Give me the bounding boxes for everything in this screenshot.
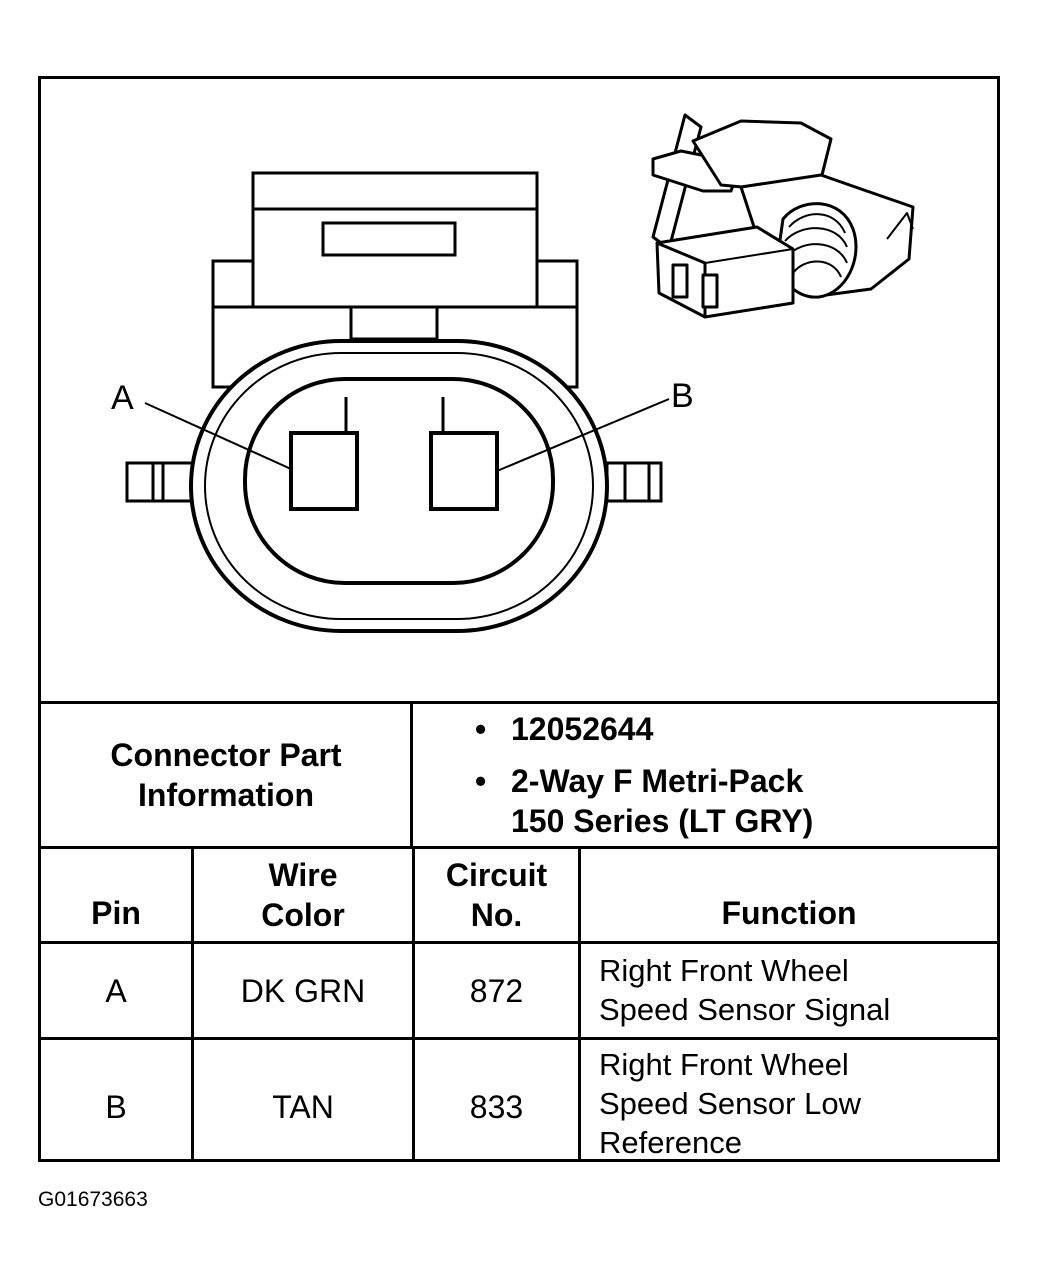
description-line1: 2-Way F Metri-Pack [511, 763, 804, 799]
right-ear [623, 461, 663, 503]
header-circuit-line2: No. [470, 897, 523, 933]
connector-part-info-values: •12052644 •2-Way F Metri-Pack 150 Series… [475, 709, 975, 841]
connector-part-info-label: Connector Part Information [41, 735, 411, 815]
row-a-function-line1: Right Front Wheel [599, 953, 849, 988]
connector-top-housing [251, 171, 539, 309]
middle-seal [204, 352, 594, 620]
front-housing [655, 225, 795, 319]
pin-label-a: A [111, 379, 134, 417]
left-ear-post [151, 461, 197, 503]
figure-id: G01673663 [38, 1188, 148, 1211]
row-b-function-line3: Reference [599, 1125, 743, 1160]
row-b-function-line2: Speed Sensor Low [599, 1086, 861, 1121]
row-b-circuit: 833 [469, 1089, 524, 1125]
left-ear [125, 461, 165, 503]
connector-face-view [125, 171, 670, 633]
description-line2: 150 Series (LT GRY) [511, 803, 814, 839]
part-number: 12052644 [511, 711, 654, 747]
header-circuit-line1: Circuit [445, 857, 548, 893]
header-function: Function [721, 895, 857, 931]
inner-cavity [243, 377, 555, 585]
cavity-a [671, 263, 689, 299]
connector-part-label-line1: Connector Part [110, 737, 342, 773]
header-wire-color-line1: Wire [268, 857, 338, 893]
diagram-frame: A B Connector Part Informatio [38, 76, 1000, 1162]
connector-drawing: A B [111, 113, 915, 633]
header-pin: Pin [91, 895, 141, 931]
callout-line-b [496, 398, 670, 472]
row-a-circuit: 872 [469, 973, 524, 1009]
outer-seal [189, 339, 609, 633]
right-ear-post [605, 461, 651, 503]
left-shoulder [211, 259, 255, 313]
pin-label-b: B [671, 377, 694, 415]
row-a-function-line2: Speed Sensor Signal [599, 992, 891, 1027]
rear-housing-top [691, 119, 833, 191]
connector-isometric-view [651, 113, 915, 319]
row-a-pin: A [105, 973, 127, 1009]
housing-slot [321, 221, 457, 257]
part-number-bullet: •12052644 [475, 711, 654, 747]
header-wire-color: Wire Color [194, 855, 412, 935]
right-shoulder [535, 259, 579, 313]
cavity-b [701, 273, 719, 309]
row-b-pin: B [105, 1089, 127, 1125]
header-wire-color-line2: Color [261, 897, 345, 933]
connector-part-label-line2: Information [138, 777, 314, 813]
row-b-wire-color: TAN [272, 1089, 334, 1125]
header-circuit-no: Circuit No. [415, 855, 578, 935]
center-tab [349, 305, 439, 341]
description-bullet: •2-Way F Metri-Pack [475, 763, 804, 799]
callout-line-a [144, 402, 292, 470]
row-b-function: Right Front Wheel Speed Sensor Low Refer… [599, 1045, 991, 1162]
terminal-a [289, 431, 359, 511]
row-b-function-line1: Right Front Wheel [599, 1047, 849, 1082]
row-a-wire-color: DK GRN [240, 973, 366, 1009]
row-a-function: Right Front Wheel Speed Sensor Signal [599, 951, 991, 1029]
